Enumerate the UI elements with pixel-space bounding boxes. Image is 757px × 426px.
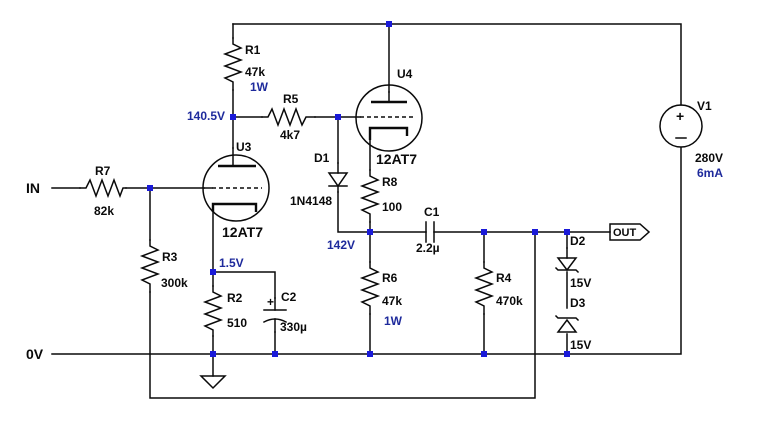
tube-u3 <box>202 147 270 222</box>
capacitors <box>262 221 435 333</box>
v1-value: 280V <box>695 151 723 165</box>
r1-note: 1W <box>250 80 269 94</box>
wire-top-rail <box>232 23 682 106</box>
output-label: OUT <box>613 227 637 239</box>
r3-ref: R3 <box>162 250 178 264</box>
labels: R1 47k 1W R5 4k7 D1 1N4148 U3 12AT7 U4 1… <box>26 43 723 362</box>
v1-ref: V1 <box>697 99 712 113</box>
d3-value: 15V <box>570 338 591 352</box>
c2-polarity: + <box>267 295 274 309</box>
node-output-voltage: 142V <box>327 238 355 252</box>
resistor-r8 <box>359 169 381 223</box>
r5-ref: R5 <box>283 92 299 106</box>
u4-value: 12AT7 <box>376 151 417 167</box>
junction <box>564 229 570 235</box>
r6-value: 47k <box>382 294 402 308</box>
r7-ref: R7 <box>95 164 111 178</box>
junction <box>564 351 570 357</box>
junction <box>481 229 487 235</box>
wire-ground-rail <box>51 147 682 355</box>
junction <box>481 351 487 357</box>
junction <box>532 229 538 235</box>
r7-value: 82k <box>94 204 114 218</box>
r2-ref: R2 <box>227 291 243 305</box>
u3-ref: U3 <box>236 140 252 154</box>
r1-ref: R1 <box>245 43 261 57</box>
r5-value: 4k7 <box>280 128 300 142</box>
zener-d3 <box>556 318 578 333</box>
resistor-r3 <box>139 239 161 293</box>
d3-ref: D3 <box>570 296 586 310</box>
d2-value: 15V <box>570 276 591 290</box>
c1-ref: C1 <box>424 205 440 219</box>
tube-u3-cathode <box>211 202 258 212</box>
diode-d1 <box>327 172 349 188</box>
junction <box>367 229 373 235</box>
resistor-r6 <box>359 261 381 315</box>
r2-value: 510 <box>227 316 247 330</box>
junction <box>367 351 373 357</box>
resistor-r7 <box>79 177 127 199</box>
r4-ref: R4 <box>496 271 512 285</box>
node-cathode-voltage: 1.5V <box>219 256 244 270</box>
u4-ref: U4 <box>397 67 413 81</box>
r1-value: 47k <box>245 65 265 79</box>
tube-u4-cathode <box>368 126 409 140</box>
junction <box>272 351 278 357</box>
wires <box>51 23 682 399</box>
r8-ref: R8 <box>382 175 398 189</box>
resistor-r1 <box>222 37 244 91</box>
d1-value: 1N4148 <box>290 194 332 208</box>
voltage-source-v1: + <box>659 104 703 148</box>
wire-d1-low <box>337 191 371 233</box>
r3-value: 300k <box>161 276 188 290</box>
input-label: IN <box>26 180 40 196</box>
r8-value: 100 <box>382 200 402 214</box>
zener-d2 <box>556 257 578 272</box>
voltage-source-v1-body <box>659 104 703 148</box>
resistor-r2 <box>202 285 224 337</box>
ground-icon <box>199 375 227 390</box>
c2-value: 330µ <box>280 320 307 334</box>
zener-d3-bar <box>554 314 580 322</box>
plus-icon: + <box>676 108 684 124</box>
node-plate-voltage: 140.5V <box>187 109 225 123</box>
tube-u4 <box>355 84 423 152</box>
junction <box>210 351 216 357</box>
c1-value: 2.2µ <box>416 241 440 255</box>
u3-value: 12AT7 <box>222 224 263 240</box>
d1-ref: D1 <box>314 151 330 165</box>
junction <box>230 114 236 120</box>
r4-value: 470k <box>496 294 523 308</box>
ground-label: 0V <box>26 346 44 362</box>
resistor-r4 <box>473 261 495 315</box>
junction <box>147 185 153 191</box>
tube-u4-envelope <box>355 84 423 152</box>
wire-u3-cathode <box>212 211 276 355</box>
tube-u3-envelope <box>202 154 270 222</box>
d2-ref: D2 <box>570 234 586 248</box>
r6-note: 1W <box>384 314 403 328</box>
zener-d2-bar <box>554 266 580 274</box>
junction <box>210 269 216 275</box>
wire-r3 <box>149 187 536 399</box>
r6-ref: R6 <box>382 271 398 285</box>
resistors <box>79 37 495 337</box>
junctions <box>147 21 570 357</box>
output-port <box>609 223 651 241</box>
v1-note: 6mA <box>697 166 723 180</box>
c2-ref: C2 <box>281 290 297 304</box>
junction <box>386 21 392 27</box>
resistor-r5 <box>261 106 316 128</box>
diodes <box>327 162 580 333</box>
junction <box>335 114 341 120</box>
